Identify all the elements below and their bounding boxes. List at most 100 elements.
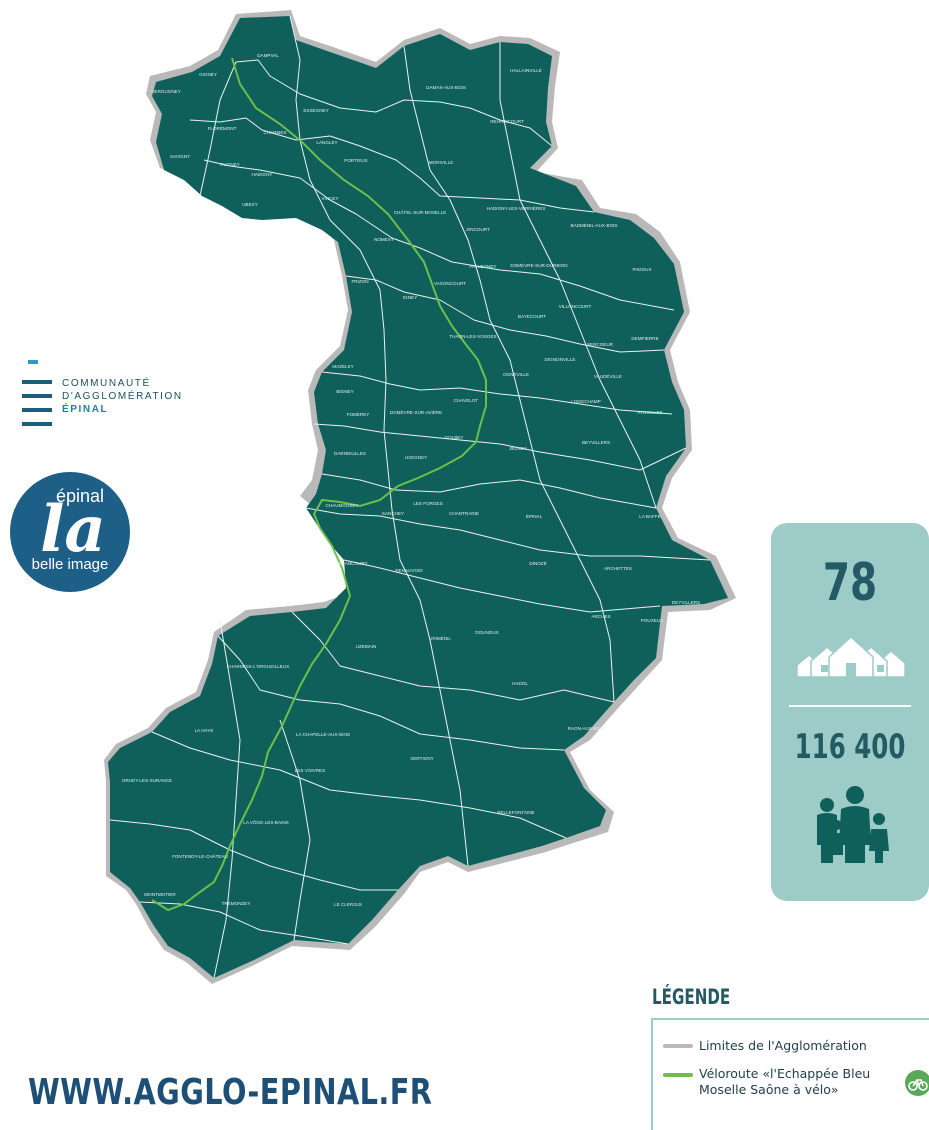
commune-label: LANGLEY xyxy=(316,140,337,145)
commune-label: FLORÉMONT xyxy=(208,125,237,131)
commune-label: REHAINCOURT xyxy=(490,119,524,124)
commune-label: PADOUX xyxy=(632,267,651,272)
website-url[interactable]: WWW.AGGLO-EPINAL.FR xyxy=(28,1072,433,1113)
commune-label: GIGNEY xyxy=(199,72,217,77)
commune-label: DEYVILLERS xyxy=(672,600,700,605)
commune-label: GRUEY-LES-SURANCE xyxy=(122,778,172,783)
commune-label: UXEGNEY xyxy=(405,455,427,460)
commune-label: HADOL xyxy=(512,681,528,686)
commune-label: DAMPVAL xyxy=(257,53,279,58)
commune-label: URIMÉNIL xyxy=(429,635,451,641)
commune-label: VAXONCOURT xyxy=(434,281,466,286)
commune-label: VILLONCOURT xyxy=(559,304,592,309)
commune-label: VINCEY xyxy=(321,196,338,201)
communes-count: 78 xyxy=(822,553,878,613)
logo-line-3: ÉPINAL xyxy=(62,404,109,415)
agglomeration-logo: COMMUNAUTÉ D'AGGLOMÉRATION ÉPINAL xyxy=(22,358,222,434)
commune-label: LA HAYE xyxy=(195,728,214,733)
commune-label: ÉPINAL xyxy=(526,513,543,519)
commune-label: LA VÔGE-LES-BAINS xyxy=(243,819,288,825)
commune-label: FOMEREY xyxy=(347,412,370,417)
commune-label: MONTMOTIER xyxy=(144,892,176,897)
legend-swatch-veloroute xyxy=(663,1073,693,1077)
commune-label: BAYECOURT xyxy=(518,314,546,319)
commune-label: UBEXY xyxy=(242,202,258,207)
legend-title: LÉGENDE xyxy=(652,985,731,1009)
commune-label: FRIZON xyxy=(351,279,368,284)
commune-labels: DAMPVAL GIGNEY HERGUGNEY FLORÉMONT CHARM… xyxy=(122,53,700,907)
logo-bar xyxy=(22,380,52,384)
badge-bottom-text: belle image xyxy=(31,556,109,573)
badge-top-text: épinal xyxy=(55,486,105,506)
commune-label: CHARMOIS-L'ORGUEILLEUX xyxy=(227,664,289,669)
badge-big-text: la xyxy=(40,492,106,567)
commune-label: DARNIEULLES xyxy=(334,451,366,456)
logo-bar xyxy=(22,408,52,412)
legend: Limites de l'Agglomération Véloroute «l'… xyxy=(651,1018,929,1130)
commune-label: DINOZÉ xyxy=(529,560,546,566)
commune-label: DAMAS-AUX-BOIS xyxy=(426,85,466,90)
commune-label: ZINCOURT xyxy=(466,227,490,232)
commune-label: LE CLERJUS xyxy=(334,902,362,907)
commune-label: SAVIGNY xyxy=(170,154,190,159)
commune-label: JEUXEY xyxy=(509,446,527,451)
legend-label-boundary: Limites de l'Agglomération xyxy=(699,1038,867,1053)
logo-line-1: COMMUNAUTÉ xyxy=(62,378,151,389)
commune-label: ESSEGNEY xyxy=(303,108,328,113)
commune-label: BEYVILLERS xyxy=(582,440,610,445)
houses-icon xyxy=(796,635,906,678)
commune-label: HADIGNY-LES-VERRIÈRES xyxy=(487,205,546,211)
commune-label: PALLEGNEY xyxy=(470,264,497,269)
commune-label: CHARMES xyxy=(264,130,287,135)
commune-label: DEMPIERRE xyxy=(631,336,658,341)
logo-bar xyxy=(22,394,52,398)
legend-swatch-boundary xyxy=(663,1044,693,1048)
commune-label: LONGCHAMP xyxy=(571,399,601,404)
commune-label: GOLBEY xyxy=(445,435,464,440)
commune-label: XERTIGNY xyxy=(410,756,433,761)
commune-label: HADIGNY xyxy=(252,172,273,177)
stats-divider xyxy=(789,705,911,707)
commune-label: HALLAINVILLE xyxy=(510,68,542,73)
commune-label: POUXEUX xyxy=(641,618,663,623)
commune-label: GIRANCOURT xyxy=(337,561,368,566)
legend-label-veloroute-line2: Moselle Saône à vélo» xyxy=(699,1082,839,1097)
commune-label: SERCOEUR xyxy=(587,342,614,347)
logo-bar xyxy=(22,422,52,426)
commune-label: LES VOIVRES xyxy=(295,768,325,773)
commune-label: DIGNONVILLE xyxy=(545,357,576,362)
commune-label: DOMÈVRE-SUR-AVIÈRE xyxy=(390,409,443,415)
commune-boundaries xyxy=(109,15,711,979)
commune-label: RAON-AUX-BOIS xyxy=(568,726,605,731)
commune-label: AYDOILLES xyxy=(637,410,662,415)
veloroute-path xyxy=(151,57,487,912)
commune-label: FONTENOY-LE-CHÂTEAU xyxy=(172,853,228,859)
commune-label: HERGUGNEY xyxy=(151,89,181,94)
commune-label: RUGNEY xyxy=(220,162,240,167)
commune-label: MORIVILLE xyxy=(429,160,454,165)
family-icon xyxy=(817,786,889,863)
bicycle-icon xyxy=(905,1070,929,1096)
commune-label: CHAVELOT xyxy=(454,398,479,403)
commune-label: VAUDÉVILLE xyxy=(594,373,622,379)
logo-line-2: D'AGGLOMÉRATION xyxy=(62,391,183,402)
commune-label: LA BAFFE xyxy=(639,514,660,519)
commune-label: BELLEFONTAINE xyxy=(497,810,534,815)
commune-label: UZEMAIN xyxy=(356,644,377,649)
commune-label: SANCHEY xyxy=(382,511,404,516)
agglomeration-territory xyxy=(108,16,728,978)
commune-label: CHAUMOUSEY xyxy=(326,503,359,508)
commune-label: THAON-LES-VOSGES xyxy=(449,334,496,339)
commune-label: DOMÈVRE-SUR-DURBION xyxy=(510,262,567,268)
commune-label: BADMÉNIL-AUX-BOIS xyxy=(571,222,618,228)
commune-label: LA CHAPELLE-AUX-BOIS xyxy=(296,732,350,737)
commune-label: OGNÉVILLE xyxy=(503,371,529,377)
epinal-belle-image-logo: épinal la belle image xyxy=(10,472,130,592)
population-count: 116 400 xyxy=(794,727,906,767)
legend-label-veloroute: Véloroute «l'Echappée Bleu xyxy=(699,1066,871,1081)
commune-label: RENAUVOID xyxy=(395,568,423,573)
commune-label: PORTIEUX xyxy=(344,158,367,163)
commune-label: CHÂTEL-SUR-MOSELLE xyxy=(394,209,447,215)
commune-label: CHANTRAINE xyxy=(449,511,479,516)
